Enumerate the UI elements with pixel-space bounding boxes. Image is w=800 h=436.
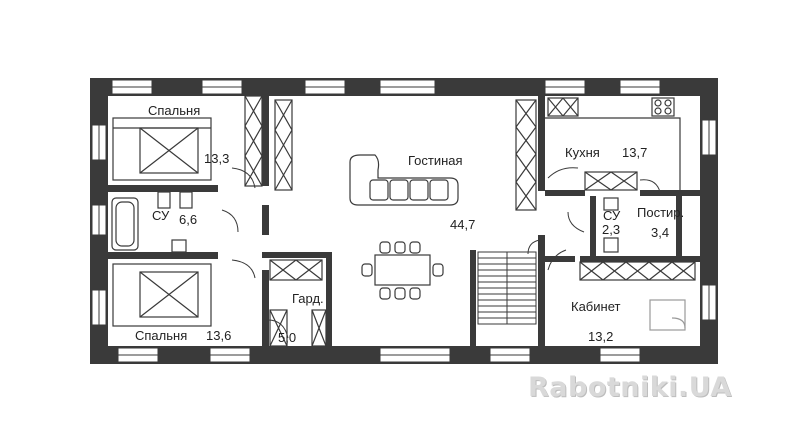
- sofa: [349, 154, 459, 206]
- room-area-bedroom-top: 13,3: [204, 151, 230, 166]
- interior-walls: [108, 96, 700, 346]
- stairs: [477, 251, 537, 325]
- kitchen-counter: [545, 97, 681, 190]
- room-area-bathroom-left: 6,6: [179, 212, 198, 227]
- room-area-office: 13,2: [588, 329, 614, 344]
- room-name-kitchen: Кухня: [565, 145, 600, 160]
- room-area-bedroom-bottom: 13,6: [206, 328, 232, 343]
- room-name-laundry: Постир.: [637, 205, 685, 220]
- room-area-living: 44,7: [450, 217, 476, 232]
- doors: [221, 167, 661, 339]
- room-name-office: Кабинет: [571, 299, 621, 314]
- room-name-bathroom-left: СУ: [152, 208, 170, 223]
- wardrobes: [244, 95, 696, 347]
- beds: [112, 117, 212, 327]
- room-area-kitchen: 13,7: [622, 145, 648, 160]
- room-name-living: Гостиная: [408, 153, 463, 168]
- room-area-dressing: 5,0: [278, 330, 297, 345]
- office-desk: [649, 299, 686, 331]
- room-area-bathroom-right: 2,3: [602, 222, 621, 237]
- room-name-bathroom-right: СУ: [603, 208, 621, 223]
- room-area-laundry: 3,4: [651, 225, 670, 240]
- dining-table: [361, 241, 444, 300]
- watermark: Rabotniki.UA: [528, 372, 732, 403]
- room-name-bedroom-top: Спальня: [148, 103, 201, 118]
- bath-fixtures: [111, 191, 619, 253]
- room-name-bedroom-bottom: Спальня: [135, 328, 188, 343]
- room-name-dressing: Гард.: [292, 291, 324, 306]
- window-glazing: [98, 86, 710, 356]
